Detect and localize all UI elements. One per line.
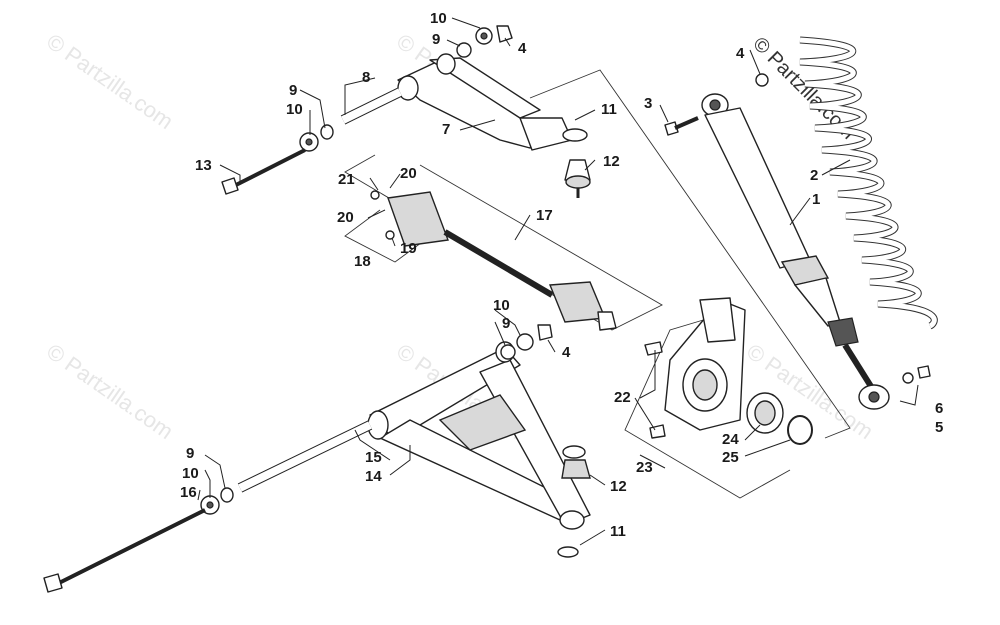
upper-arm-outline [529,69,851,439]
watermark: © Partzilla.com [42,339,178,445]
callout-11: 11 [601,101,617,118]
callout-12: 12 [610,478,627,495]
callout-22: 22 [614,389,631,406]
outer-cv-boot [548,281,607,323]
callout-21: 21 [338,171,355,188]
cv-axle [370,190,617,331]
callout-17: 17 [536,207,553,224]
steering-knuckle [644,297,746,439]
callout-18: 18 [354,253,371,270]
inner-cv-boot [387,191,449,247]
callout-4: 4 [518,40,527,57]
shock-absorber [701,93,890,410]
callout-labels: 1 2 3 4 4 4 5 6 7 8 9 9 9 9 10 10 10 10 … [180,10,943,540]
callout-9: 9 [289,82,297,99]
callout-6: 6 [935,400,943,417]
callout-8: 8 [362,69,370,86]
callout-9: 9 [502,315,510,332]
callout-20: 20 [337,209,354,226]
callout-4: 4 [736,45,745,62]
coil-spring [799,36,938,330]
lower-a-arm [367,341,591,530]
lower-hardware [43,324,591,593]
callout-7: 7 [442,121,450,138]
callout-14: 14 [365,468,382,485]
wheel-bearing [746,392,813,445]
callout-9: 9 [186,445,194,462]
callout-12: 12 [603,153,620,170]
shock-bolts [664,73,931,384]
boot-kit-outline [344,209,426,263]
leader-lines [197,17,919,546]
upper-hardware [221,25,513,195]
upper-ball-joint [562,128,591,198]
callout-5: 5 [935,419,943,436]
callout-15: 15 [365,449,382,466]
callout-16: 16 [180,484,197,501]
callout-10: 10 [430,10,447,27]
assembly-outlines [344,69,851,499]
callout-23: 23 [636,459,653,476]
knuckle-outline [624,317,791,499]
callout-10: 10 [182,465,199,482]
callout-13: 13 [195,157,212,174]
watermark: © Partzilla.com [42,29,178,135]
callout-24: 24 [722,431,739,448]
upper-a-arm [397,53,573,151]
callout-10: 10 [493,297,510,314]
callout-11: 11 [610,523,626,540]
callout-4: 4 [562,344,571,361]
axle-outline [344,154,663,331]
callout-20: 20 [400,165,417,182]
callout-25: 25 [722,449,739,466]
callout-2: 2 [810,167,818,184]
callout-9: 9 [432,31,440,48]
callout-1: 1 [812,191,820,208]
callout-3: 3 [644,95,652,112]
callout-10: 10 [286,101,303,118]
callout-19: 19 [400,240,417,257]
